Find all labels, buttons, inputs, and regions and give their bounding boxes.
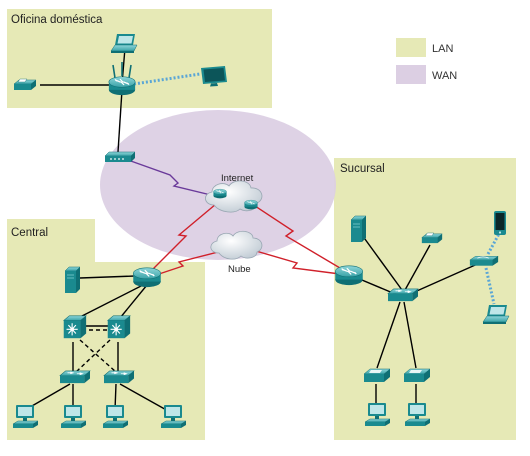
central-router-icon bbox=[132, 267, 162, 288]
link-sw2-pc4 bbox=[119, 383, 171, 413]
nube-label: Nube bbox=[228, 264, 251, 275]
home-modem-icon bbox=[104, 151, 136, 163]
central-mls-1-icon bbox=[63, 315, 87, 339]
link-cloud-branch bbox=[255, 250, 341, 275]
link-modem-internet bbox=[127, 159, 216, 197]
legend-lan-swatch bbox=[396, 38, 426, 57]
wireless-links bbox=[133, 72, 502, 305]
link-mls1-sw2-dashed bbox=[79, 339, 117, 373]
link-branch-switch-phone1 bbox=[376, 301, 401, 369]
nube-cloud: Nube bbox=[210, 230, 263, 275]
branch-title: Sucursal bbox=[340, 163, 385, 175]
lan-branch-area bbox=[334, 158, 516, 440]
branch-server-icon bbox=[350, 215, 367, 243]
branch-ip-phone-2-icon bbox=[403, 368, 431, 383]
link-branch-switch-server bbox=[361, 234, 403, 291]
central-mls-2-icon bbox=[107, 315, 131, 339]
branch-access-point-icon bbox=[469, 255, 499, 267]
link-central-internet bbox=[151, 203, 217, 271]
internet-router-2-icon bbox=[244, 199, 258, 210]
link-branch-switch-ap bbox=[409, 261, 483, 295]
legend: LAN WAN bbox=[396, 38, 457, 84]
legend-wan-label: WAN bbox=[432, 70, 457, 82]
internet-label: Internet bbox=[221, 173, 254, 184]
central-title: Central bbox=[11, 227, 48, 239]
legend-wan-swatch bbox=[396, 65, 426, 84]
nube-cloud-shape bbox=[210, 230, 263, 260]
link-branch-switch-printer bbox=[404, 244, 431, 291]
home-office-title: Oficina doméstica bbox=[11, 14, 103, 26]
link-branch-switch-phone2 bbox=[403, 301, 417, 369]
link-internet-branch bbox=[251, 203, 341, 269]
central-switch-1-icon bbox=[59, 370, 91, 384]
wireless-branch-ap-phone bbox=[486, 231, 502, 255]
home-wireless-router bbox=[108, 62, 136, 96]
link-central-server-router bbox=[79, 275, 136, 279]
central-server-icon bbox=[64, 266, 81, 294]
internet-router-1-icon bbox=[213, 188, 227, 199]
link-home-router-modem bbox=[117, 89, 123, 153]
home-antenna-right bbox=[128, 64, 132, 79]
home-router-icon bbox=[108, 76, 136, 96]
link-router-mls1 bbox=[77, 283, 146, 319]
branch-switch-icon bbox=[387, 288, 419, 302]
branch-smartphone-icon bbox=[494, 211, 506, 235]
redundant-links bbox=[75, 329, 117, 373]
wan-links bbox=[127, 159, 341, 276]
legend-lan-label: LAN bbox=[432, 43, 453, 55]
branch-ip-phone-1-icon bbox=[363, 368, 391, 383]
link-central-cloud bbox=[155, 250, 223, 276]
link-mls2-sw1-dashed bbox=[75, 339, 111, 373]
wireless-home-router-tv bbox=[133, 72, 201, 86]
link-router-mls2 bbox=[119, 284, 148, 319]
central-switch-2-icon bbox=[103, 370, 135, 384]
internet-cloud: Internet bbox=[205, 173, 263, 213]
branch-router-icon bbox=[334, 265, 364, 286]
home-antenna-left bbox=[112, 64, 116, 79]
